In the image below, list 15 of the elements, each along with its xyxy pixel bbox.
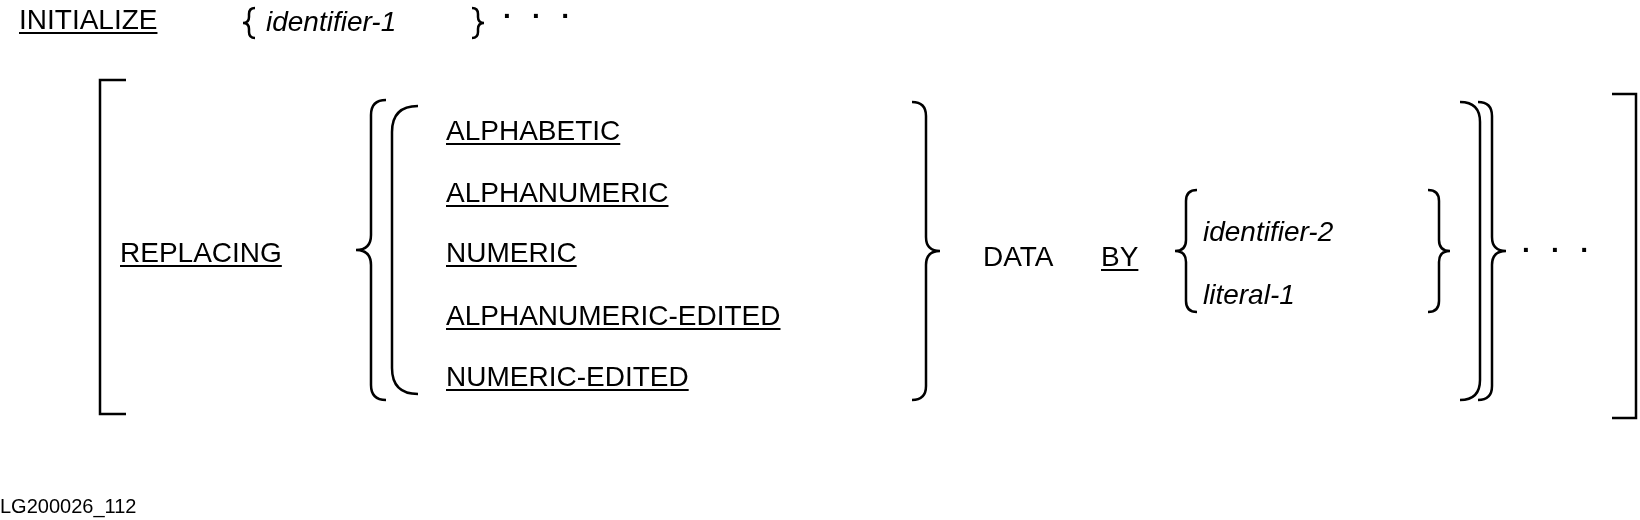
keyword: ALPHANUMERIC-EDITED	[446, 300, 781, 332]
placeholder-text: identifier-1	[266, 6, 397, 38]
ellipsis: · · ·	[503, 0, 577, 32]
placeholder-text: literal-1	[1203, 279, 1295, 311]
keyword: NUMERIC	[446, 237, 577, 269]
keyword: ALPHANUMERIC	[446, 177, 669, 209]
keyword: DATA	[983, 241, 1054, 273]
keyword: BY	[1101, 241, 1139, 273]
keyword: ALPHABETIC	[446, 115, 621, 147]
keyword: INITIALIZE	[19, 4, 158, 36]
keyword: NUMERIC-EDITED	[446, 361, 689, 393]
keyword: REPLACING	[120, 237, 282, 269]
placeholder-text: identifier-2	[1203, 216, 1334, 248]
figure-id: LG200026_112	[0, 494, 137, 518]
ellipsis: · · ·	[1522, 234, 1596, 266]
